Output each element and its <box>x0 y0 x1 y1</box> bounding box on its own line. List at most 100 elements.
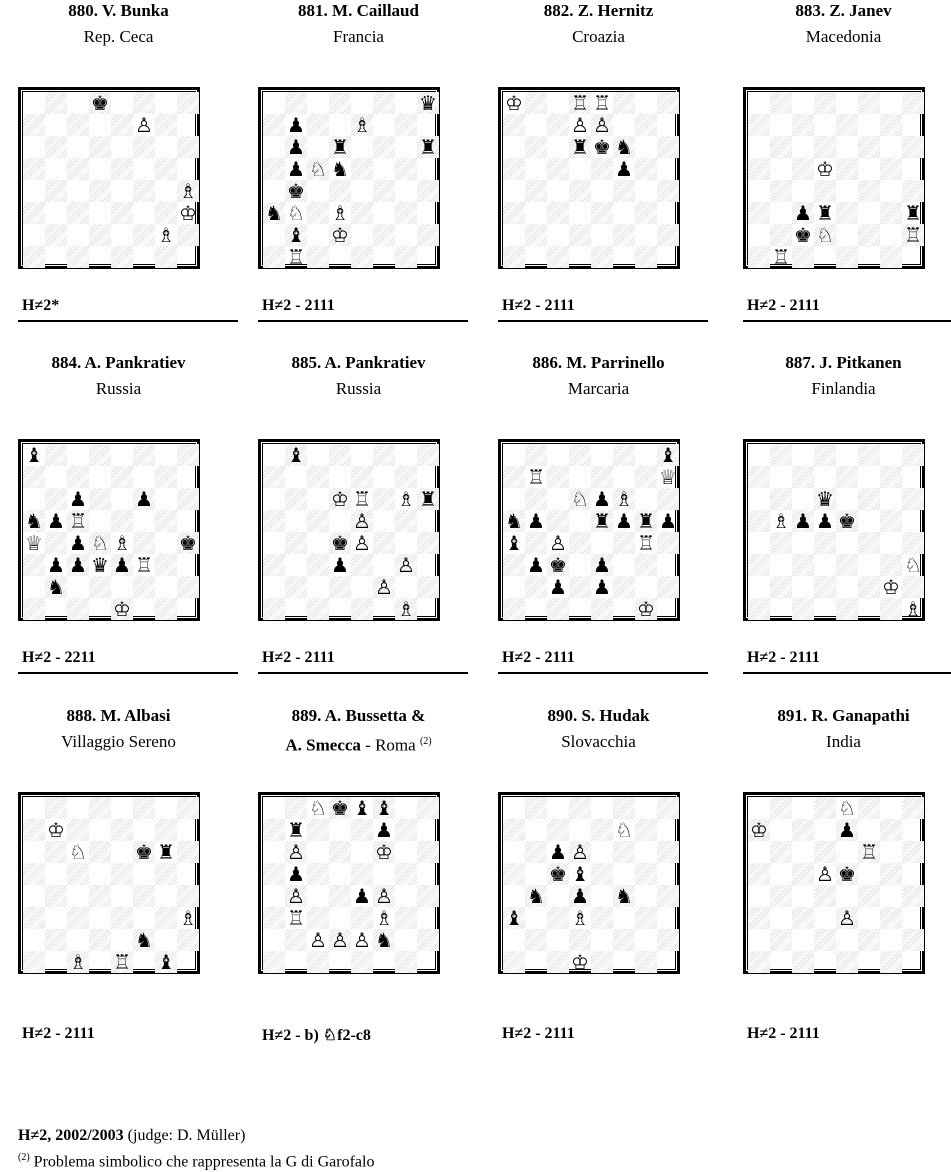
dark-square <box>792 819 814 841</box>
chess-piece: ♝ <box>569 863 591 885</box>
dark-square <box>902 576 924 598</box>
dark-square <box>155 819 177 841</box>
dark-square <box>770 92 792 114</box>
chess-piece: ♗ <box>67 951 89 973</box>
dark-square <box>263 907 285 929</box>
chess-piece: ♗ <box>177 180 199 202</box>
dark-square <box>373 532 395 554</box>
dark-square <box>307 819 329 841</box>
stipulation: H≠2 - 2111 <box>502 1025 575 1043</box>
chess-piece: ♚ <box>285 180 307 202</box>
problem-location: India <box>725 729 951 755</box>
problem-8: 887. J. PitkanenFinlandia♛♗♟♟♚♘♔♗H≠2 - 2… <box>725 352 951 704</box>
dark-square <box>395 202 417 224</box>
dark-square <box>525 929 547 951</box>
dark-square <box>45 444 67 466</box>
dark-square <box>902 797 924 819</box>
problem-author: 890. S. Hudak <box>480 703 717 729</box>
dark-square <box>635 114 657 136</box>
dark-square <box>395 158 417 180</box>
dark-square <box>814 532 836 554</box>
dark-square <box>285 797 307 819</box>
dark-square <box>547 907 569 929</box>
dark-square <box>569 180 591 202</box>
dark-square <box>89 929 111 951</box>
problem-5: 884. A. PankratievRussia♝♟♟♞♟♖♕♟♘♗♚♟♟♛♟♖… <box>0 352 237 704</box>
problem-heading: 886. M. ParrinelloMarcaria <box>480 350 717 402</box>
dark-square <box>111 863 133 885</box>
problem-author: 889. A. Bussetta & <box>240 703 477 729</box>
dark-square <box>770 488 792 510</box>
chess-piece: ♖ <box>67 510 89 532</box>
dark-square <box>307 951 329 973</box>
dark-square <box>591 819 613 841</box>
chess-piece: ♙ <box>814 863 836 885</box>
dark-square <box>635 466 657 488</box>
dark-square <box>770 841 792 863</box>
chess-piece: ♙ <box>329 929 351 951</box>
dark-square <box>23 819 45 841</box>
dark-square <box>657 929 679 951</box>
dark-square <box>902 929 924 951</box>
footnote-ref: (2) <box>420 736 432 747</box>
chess-piece: ♘ <box>307 797 329 819</box>
chess-piece: ♚ <box>177 532 199 554</box>
chess-piece: ♛ <box>814 488 836 510</box>
dark-square <box>89 180 111 202</box>
chess-piece: ♟ <box>525 510 547 532</box>
chess-board: ♛♗♟♟♚♘♔♗ <box>743 439 925 621</box>
chess-piece: ♟ <box>591 576 613 598</box>
chess-piece: ♝ <box>351 797 373 819</box>
chess-piece: ♕ <box>657 466 679 488</box>
dark-square <box>525 136 547 158</box>
chess-piece: ♖ <box>285 907 307 929</box>
chess-piece: ♗ <box>155 224 177 246</box>
stipulation: H≠2 - 2111 <box>502 297 575 315</box>
chess-piece: ♔ <box>748 819 770 841</box>
dark-square <box>395 510 417 532</box>
chess-piece: ♔ <box>329 488 351 510</box>
dark-square <box>417 576 439 598</box>
chess-piece: ♟ <box>45 510 67 532</box>
dark-square <box>748 907 770 929</box>
dark-square <box>503 114 525 136</box>
dark-square <box>613 92 635 114</box>
dark-square <box>23 246 45 268</box>
chess-piece: ♙ <box>133 114 155 136</box>
chess-piece: ♗ <box>613 488 635 510</box>
chess-piece: ♙ <box>285 885 307 907</box>
dark-square <box>307 598 329 620</box>
chess-piece: ♝ <box>285 224 307 246</box>
dark-square <box>45 885 67 907</box>
dark-square <box>814 136 836 158</box>
dark-square <box>67 819 89 841</box>
dark-square <box>307 466 329 488</box>
dark-square <box>792 554 814 576</box>
dark-square <box>111 114 133 136</box>
problem-author: 886. M. Parrinello <box>480 350 717 376</box>
chess-piece: ♟ <box>836 819 858 841</box>
chess-piece: ♕ <box>23 532 45 554</box>
dark-square <box>657 885 679 907</box>
dark-square <box>858 576 880 598</box>
dark-square <box>569 444 591 466</box>
dark-square <box>133 576 155 598</box>
dark-square <box>307 554 329 576</box>
chess-piece: ♞ <box>45 576 67 598</box>
dark-square <box>770 224 792 246</box>
dark-square <box>836 202 858 224</box>
chess-piece: ♚ <box>547 863 569 885</box>
dark-square <box>155 907 177 929</box>
dark-square <box>67 158 89 180</box>
dark-square <box>635 554 657 576</box>
dark-square <box>67 246 89 268</box>
problem-author: 881. M. Caillaud <box>240 0 477 24</box>
dark-square <box>307 863 329 885</box>
dark-square <box>569 532 591 554</box>
dark-square <box>836 246 858 268</box>
dark-square <box>373 136 395 158</box>
footnote-mark: (2) <box>18 1152 30 1163</box>
dark-square <box>285 92 307 114</box>
dark-square <box>503 819 525 841</box>
